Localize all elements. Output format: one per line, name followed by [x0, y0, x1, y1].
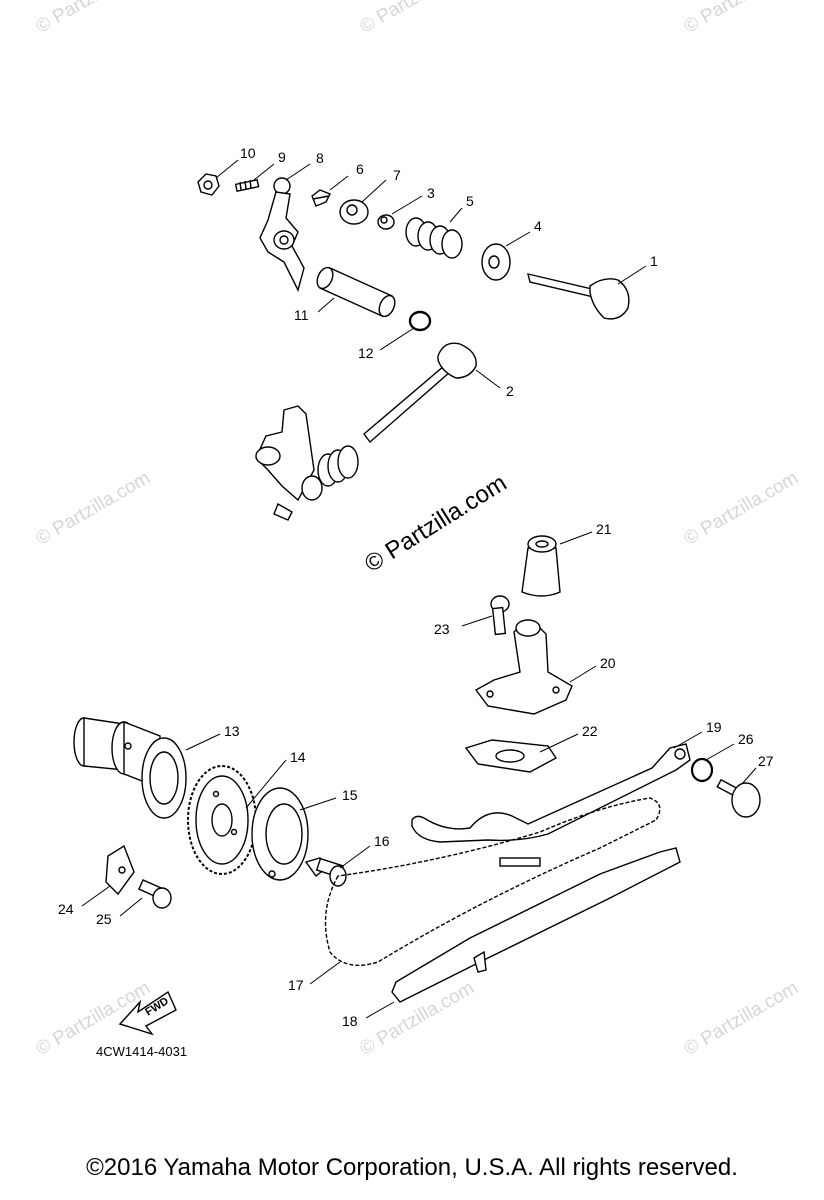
callout-27: 27 — [758, 753, 774, 769]
part-17-timing-chain — [324, 797, 661, 966]
part-19-chain-guide-intake — [411, 743, 691, 843]
part-25-bolt — [137, 879, 172, 909]
diagram-code: 4CW1414-4031 — [96, 1044, 188, 1059]
callout-14: 14 — [290, 749, 306, 765]
callout-19: 19 — [706, 719, 722, 735]
callout-25: 25 — [96, 911, 112, 927]
part-10-nut — [197, 173, 220, 196]
callout-17: 17 — [288, 977, 304, 993]
part-13-camshaft — [73, 717, 187, 819]
callout-22: 22 — [582, 723, 598, 739]
part-12-o-ring — [408, 310, 432, 332]
callout-10: 10 — [240, 145, 256, 161]
part-7-spring-retainer — [339, 199, 369, 225]
callout-7: 7 — [393, 167, 401, 183]
part-18-chain-guide-exhaust — [391, 847, 681, 1003]
part-21-tensioner-cap — [521, 535, 561, 597]
callout-2: 2 — [506, 383, 514, 399]
part-16-flange-bolt — [304, 857, 347, 887]
part-11-rocker-shaft — [316, 266, 396, 318]
part-14-cam-sprocket — [187, 765, 257, 875]
callout-3: 3 — [427, 185, 435, 201]
callout-1: 1 — [650, 253, 658, 269]
part-27-pin — [716, 778, 761, 818]
part-2-exhaust-valve — [363, 342, 477, 444]
part-6-valve-cotter — [311, 189, 331, 207]
callout-23: 23 — [434, 621, 450, 637]
callout-26: 26 — [738, 731, 754, 747]
callout-21: 21 — [596, 521, 612, 537]
part-9-adjusting-screw — [234, 178, 260, 193]
copyright-notice: ©2016 Yamaha Motor Corporation, U.S.A. A… — [86, 1154, 738, 1181]
callout-18: 18 — [342, 1013, 358, 1029]
part-26-o-ring — [690, 757, 714, 783]
part-20-tensioner-body — [474, 619, 573, 715]
callout-6: 6 — [356, 161, 364, 177]
part-3-valve-stem-seal — [377, 214, 395, 230]
callout-12: 12 — [358, 345, 374, 361]
callout-numbers: 1 2 3 4 5 6 7 8 9 10 11 12 13 14 15 16 1… — [58, 145, 774, 1029]
callout-24: 24 — [58, 901, 74, 917]
part-23-bolt — [490, 595, 510, 636]
callout-20: 20 — [600, 655, 616, 671]
fwd-arrow-icon: FWD — [118, 990, 177, 1036]
part-1-intake-valve — [527, 273, 630, 320]
callout-8: 8 — [316, 150, 324, 166]
part-24-plate — [105, 844, 135, 896]
callout-5: 5 — [466, 193, 474, 209]
part-8-rocker-arm — [259, 177, 305, 292]
callout-11: 11 — [294, 307, 309, 323]
callout-9: 9 — [278, 149, 286, 165]
leader-lines — [81, 159, 757, 1019]
callout-13: 13 — [224, 723, 240, 739]
exhaust-rocker-assembly — [255, 405, 359, 521]
part-15-cam-plate — [251, 787, 309, 881]
callout-16: 16 — [374, 833, 390, 849]
callout-4: 4 — [534, 218, 542, 234]
callout-15: 15 — [342, 787, 358, 803]
part-22-gasket — [464, 739, 558, 773]
part-4-spring-seat — [481, 243, 511, 281]
part-5-valve-spring — [405, 217, 463, 259]
